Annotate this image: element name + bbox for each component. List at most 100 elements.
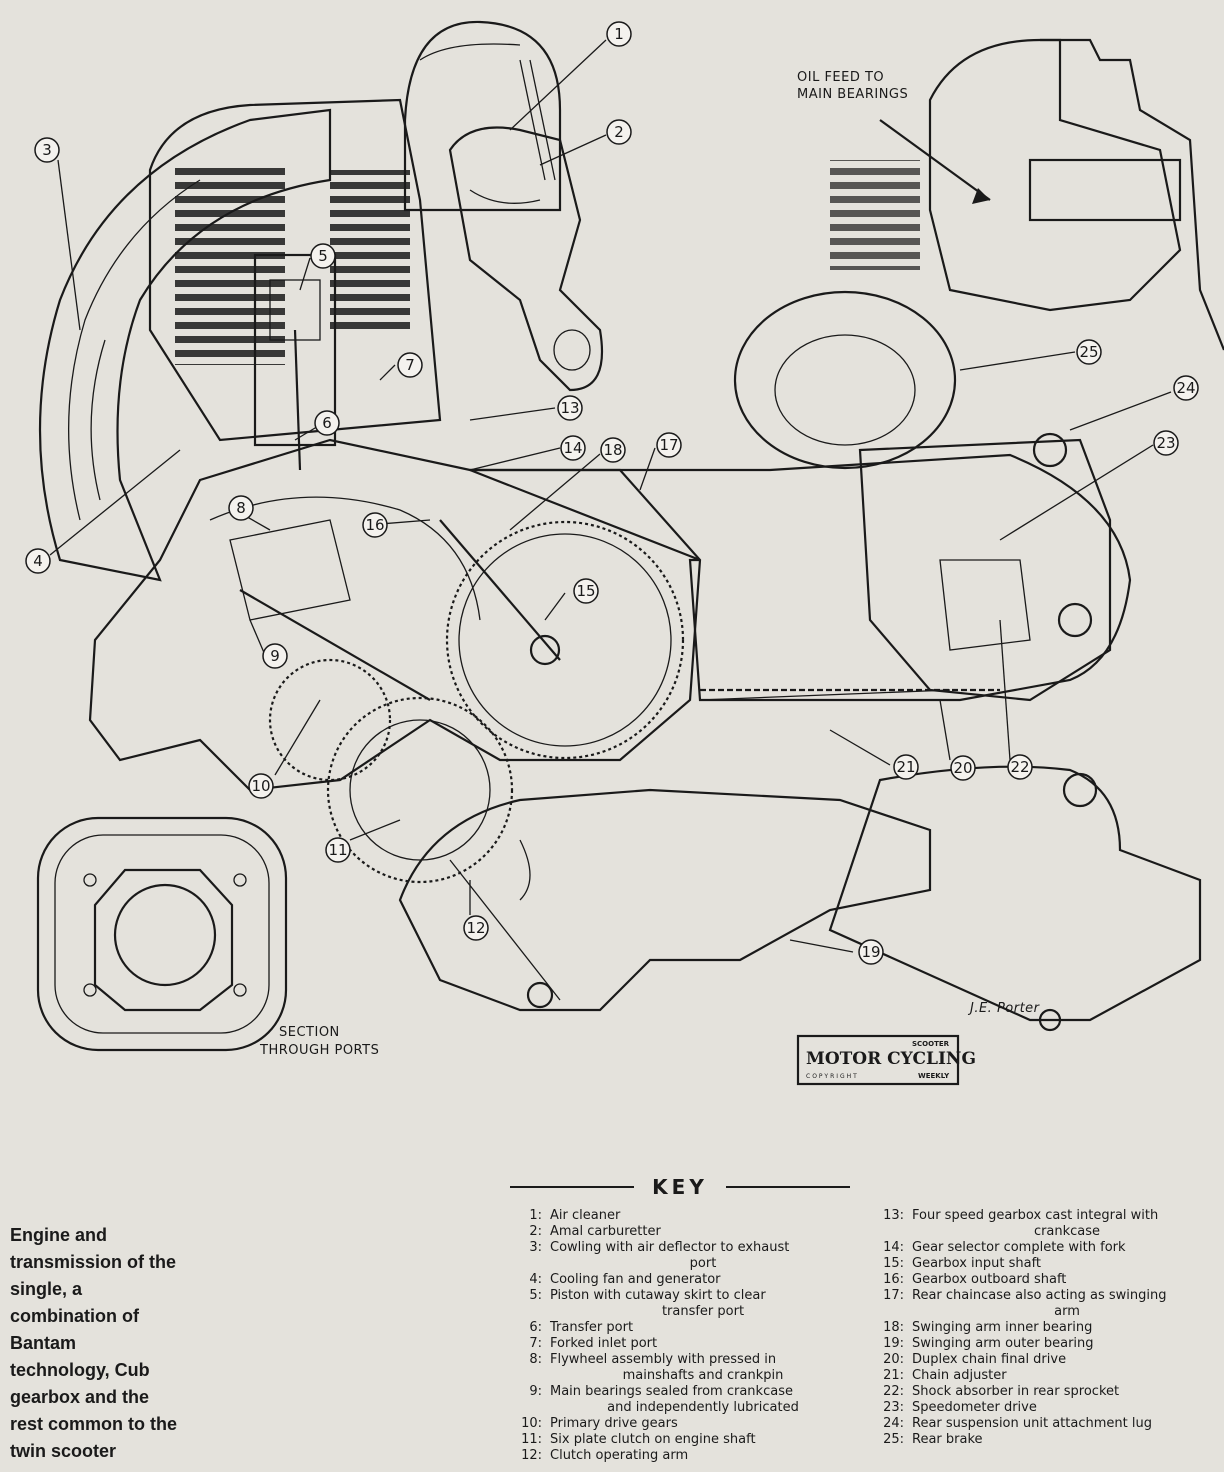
svg-text:1: 1: [614, 25, 624, 43]
svg-text:COPYRIGHT: COPYRIGHT: [806, 1073, 859, 1080]
svg-text:SCOOTER: SCOOTER: [912, 1040, 950, 1048]
key-item-spacer: [904, 1352, 912, 1368]
key-item-description: Shock absorber in rear sprocket: [912, 1384, 1222, 1400]
key-item-number: 15:: [883, 1256, 904, 1271]
key-item-spacer: [904, 1208, 912, 1240]
key-item: 7: Forked inlet port: [516, 1336, 856, 1352]
callout-20: 20: [950, 755, 976, 781]
key-item-spacer: [542, 1416, 550, 1432]
key-item-description: Transfer port: [550, 1320, 856, 1336]
oil-feed-label: OIL FEED TO: [797, 70, 884, 85]
svg-text:18: 18: [603, 441, 622, 459]
key-item-spacer: [542, 1208, 550, 1224]
svg-text:9: 9: [270, 647, 280, 665]
cowling-drawing: [38, 108, 332, 582]
callout-22: 22: [1007, 754, 1033, 780]
key-item-continuation: mainshafts and crankpin: [622, 1368, 784, 1383]
key-item-number: 7:: [529, 1336, 542, 1351]
key-item-text: Swinging arm inner bearing: [912, 1320, 1093, 1335]
svg-text:3: 3: [42, 141, 52, 159]
crankcase-drawing: [88, 438, 702, 792]
key-item-text: Gearbox input shaft: [912, 1256, 1042, 1271]
leader-lines: [49, 39, 1172, 953]
svg-text:5: 5: [318, 247, 328, 265]
callout-7: 7: [397, 352, 423, 378]
key-item-number: 1:: [529, 1208, 542, 1223]
key-item-description: Swinging arm outer bearing: [912, 1336, 1222, 1352]
key-item-description: Speedometer drive: [912, 1400, 1222, 1416]
callout-19: 19: [858, 939, 884, 965]
svg-text:17: 17: [659, 436, 678, 454]
key-item-text: Transfer port: [550, 1320, 634, 1335]
key-item-text: Amal carburetter: [550, 1224, 661, 1239]
svg-text:21: 21: [896, 758, 915, 776]
key-item-number: 20:: [883, 1352, 904, 1367]
key-item-spacer: [904, 1384, 912, 1400]
key-item-spacer: [904, 1288, 912, 1320]
key-item-spacer: [904, 1400, 912, 1416]
callout-16: 16: [362, 512, 388, 538]
callout-9: 9: [262, 643, 288, 669]
svg-text:2: 2: [614, 123, 624, 141]
key-item-text: Swinging arm outer bearing: [912, 1336, 1094, 1351]
key-item-text: Speedometer drive: [912, 1400, 1037, 1415]
key-item: 23:Speedometer drive: [878, 1400, 1222, 1416]
section-label: THROUGH PORTS: [259, 1043, 379, 1058]
svg-text:24: 24: [1176, 379, 1195, 397]
svg-text:14: 14: [563, 439, 582, 457]
svg-text:12: 12: [466, 919, 485, 937]
key-item: 21:Chain adjuster: [878, 1368, 1222, 1384]
callout-11: 11: [325, 837, 351, 863]
key-item-spacer: [904, 1416, 912, 1432]
key-list-right: 13: Four speed gearbox cast integral with…: [878, 1208, 1222, 1448]
callout-8: 8: [228, 495, 254, 521]
key-item-continuation: and independently lubricated: [607, 1400, 799, 1415]
rear-sprocket-drawing: [858, 438, 1112, 702]
clutch-cover-drawing: [398, 788, 932, 1012]
svg-text:10: 10: [251, 777, 270, 795]
callout-13: 13: [557, 395, 583, 421]
svg-text:16: 16: [365, 516, 384, 534]
key-item-spacer: [904, 1256, 912, 1272]
callout-12: 12: [463, 915, 489, 941]
key-item-number: 12:: [521, 1448, 542, 1463]
key-item-number: 5:: [529, 1288, 542, 1303]
key-item-number: 17:: [883, 1288, 904, 1303]
key-item-description: Cooling fan and generator: [550, 1272, 856, 1288]
key-item: 24:Rear suspension unit attachment lug: [878, 1416, 1222, 1432]
key-item-spacer: [904, 1432, 912, 1448]
motor-cycling-logo: MOTOR CYCLING SCOOTER COPYRIGHT WEEKLY: [796, 1034, 976, 1086]
svg-text:19: 19: [861, 943, 880, 961]
key-item-text: Duplex chain final drive: [912, 1352, 1067, 1367]
key-item-text: Rear chaincase also acting as swinging: [912, 1288, 1167, 1303]
key-item-spacer: [542, 1448, 550, 1464]
key-item: 20: Duplex chain final drive: [878, 1352, 1222, 1368]
key-item-number: 18:: [883, 1320, 904, 1335]
key-item-number: 13:: [883, 1208, 904, 1223]
key-item-spacer: [542, 1352, 550, 1384]
key-item-spacer: [904, 1240, 912, 1256]
callout-2: 2: [606, 119, 632, 145]
key-item-spacer: [904, 1368, 912, 1384]
callout-23: 23: [1153, 430, 1179, 456]
oil-feed-inset-drawing: [830, 38, 1224, 351]
key-rule-right: [725, 1186, 850, 1188]
key-item-continuation: crankcase: [1033, 1224, 1101, 1239]
key-item-spacer: [542, 1336, 550, 1352]
key-item-spacer: [904, 1336, 912, 1352]
figure-caption: Engine and transmission of the single, a…: [10, 1225, 178, 1461]
key-item-number: 4:: [529, 1272, 542, 1287]
key-item-spacer: [904, 1272, 912, 1288]
key-item-text: Gear selector complete with fork: [912, 1240, 1126, 1255]
section-label: SECTION: [279, 1025, 340, 1040]
key-item-description: Forked inlet port: [550, 1336, 856, 1352]
callout-5: 5: [310, 243, 336, 269]
callout-25: 25: [1076, 339, 1102, 365]
key-item-description: Swinging arm inner bearing: [912, 1320, 1222, 1336]
key-item-continuation: transfer port: [661, 1304, 745, 1319]
